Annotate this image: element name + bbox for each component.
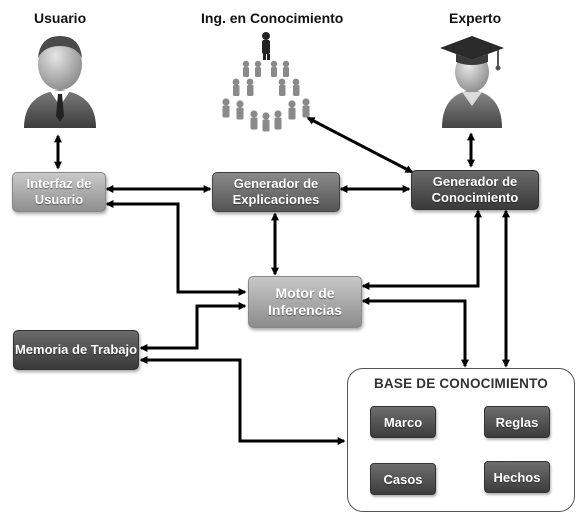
arrow-motor-base bbox=[361, 297, 469, 368]
kb-item-marco: Marco bbox=[370, 406, 436, 438]
memoria-trabajo-box: Memoria de Trabajo bbox=[13, 330, 139, 370]
kb-item-reglas: Reglas bbox=[484, 406, 550, 438]
generador-conocimiento-box: Generador de Conocimiento bbox=[411, 170, 539, 210]
usuario-label: Usuario bbox=[34, 10, 87, 26]
interfaz-usuario-box: Interfaz de Usuario bbox=[12, 172, 106, 212]
generador-explicaciones-box: Generador de Explicaciones bbox=[212, 172, 340, 212]
graduate-icon bbox=[440, 36, 504, 128]
arrow-interfaz-motor bbox=[105, 200, 247, 296]
ingeniero-label: Ing. en Conocimiento bbox=[201, 10, 344, 26]
kb-item-hechos: Hechos bbox=[484, 461, 550, 493]
user-icon bbox=[24, 36, 96, 128]
motor-inferencias-box: Motor de Inferencias bbox=[248, 276, 362, 328]
experto-label: Experto bbox=[449, 10, 502, 26]
kb-item-casos: Casos bbox=[370, 463, 436, 495]
arrow-conocimiento-motor bbox=[361, 209, 482, 290]
crowd-icon bbox=[222, 32, 310, 132]
knowledge-base-title: BASE DE CONOCIMIENTO bbox=[373, 376, 548, 391]
arrow-memoria-base bbox=[139, 356, 346, 445]
arrow-crowd-conocimiento bbox=[306, 116, 414, 174]
arrow-memoria-motor bbox=[139, 302, 247, 352]
